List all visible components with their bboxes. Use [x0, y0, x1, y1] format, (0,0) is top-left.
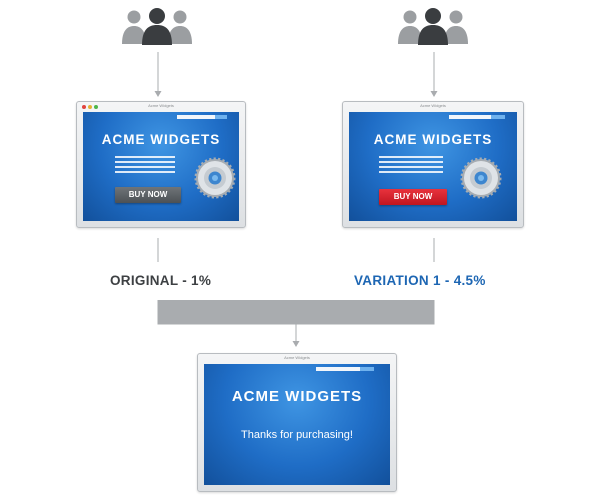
window-chrome: Acme Widgets	[77, 102, 245, 112]
body-text-lines	[115, 156, 175, 176]
nav-bar-accent	[215, 115, 227, 119]
arrowhead-purchase	[292, 341, 300, 347]
original-result-label: ORIGINAL - 1%	[110, 273, 212, 288]
variation-page-mockup: Acme Widgets ACME WIDGETS BUY NOW	[342, 101, 524, 228]
connector-merge	[157, 300, 435, 325]
nav-bar-accent	[360, 367, 374, 371]
original-page-mockup: Acme Widgets ACME WIDGETS BUY NOW	[76, 101, 246, 228]
window-chrome: Acme Widgets	[343, 102, 523, 112]
page-screen: ACME WIDGETS BUY NOW	[83, 112, 239, 221]
purchase-page-mockup: Acme Widgets ACME WIDGETS Thanks for pur…	[197, 353, 397, 492]
arrowhead-original	[154, 91, 162, 97]
window-chrome: Acme Widgets	[198, 354, 396, 364]
users-group-icon	[122, 8, 192, 45]
minimize-dot-icon	[88, 105, 92, 109]
window-title: Acme Widgets	[420, 103, 446, 108]
nav-bar-accent	[491, 115, 505, 119]
site-title: ACME WIDGETS	[373, 132, 493, 147]
arrowhead-variation	[430, 91, 438, 97]
close-dot-icon	[82, 105, 86, 109]
gear-icon	[460, 157, 502, 199]
window-title: Acme Widgets	[284, 355, 310, 360]
site-title: ACME WIDGETS	[231, 388, 363, 405]
buy-now-button: BUY NOW	[379, 189, 447, 205]
page-screen: ACME WIDGETS Thanks for purchasing!	[204, 364, 390, 485]
page-screen: ACME WIDGETS BUY NOW	[349, 112, 517, 221]
thanks-message: Thanks for purchasing!	[241, 429, 353, 441]
window-title: Acme Widgets	[148, 103, 174, 108]
gear-icon	[194, 157, 236, 199]
maximize-dot-icon	[94, 105, 98, 109]
nav-bar	[177, 115, 215, 119]
buy-now-button: BUY NOW	[115, 187, 181, 203]
body-text-lines	[379, 156, 443, 176]
nav-bar	[316, 367, 360, 371]
window-controls	[82, 105, 98, 109]
users-group-icon	[398, 8, 468, 45]
variation-result-label: VARIATION 1 - 4.5%	[354, 273, 486, 288]
site-title: ACME WIDGETS	[101, 132, 221, 147]
nav-bar	[449, 115, 491, 119]
